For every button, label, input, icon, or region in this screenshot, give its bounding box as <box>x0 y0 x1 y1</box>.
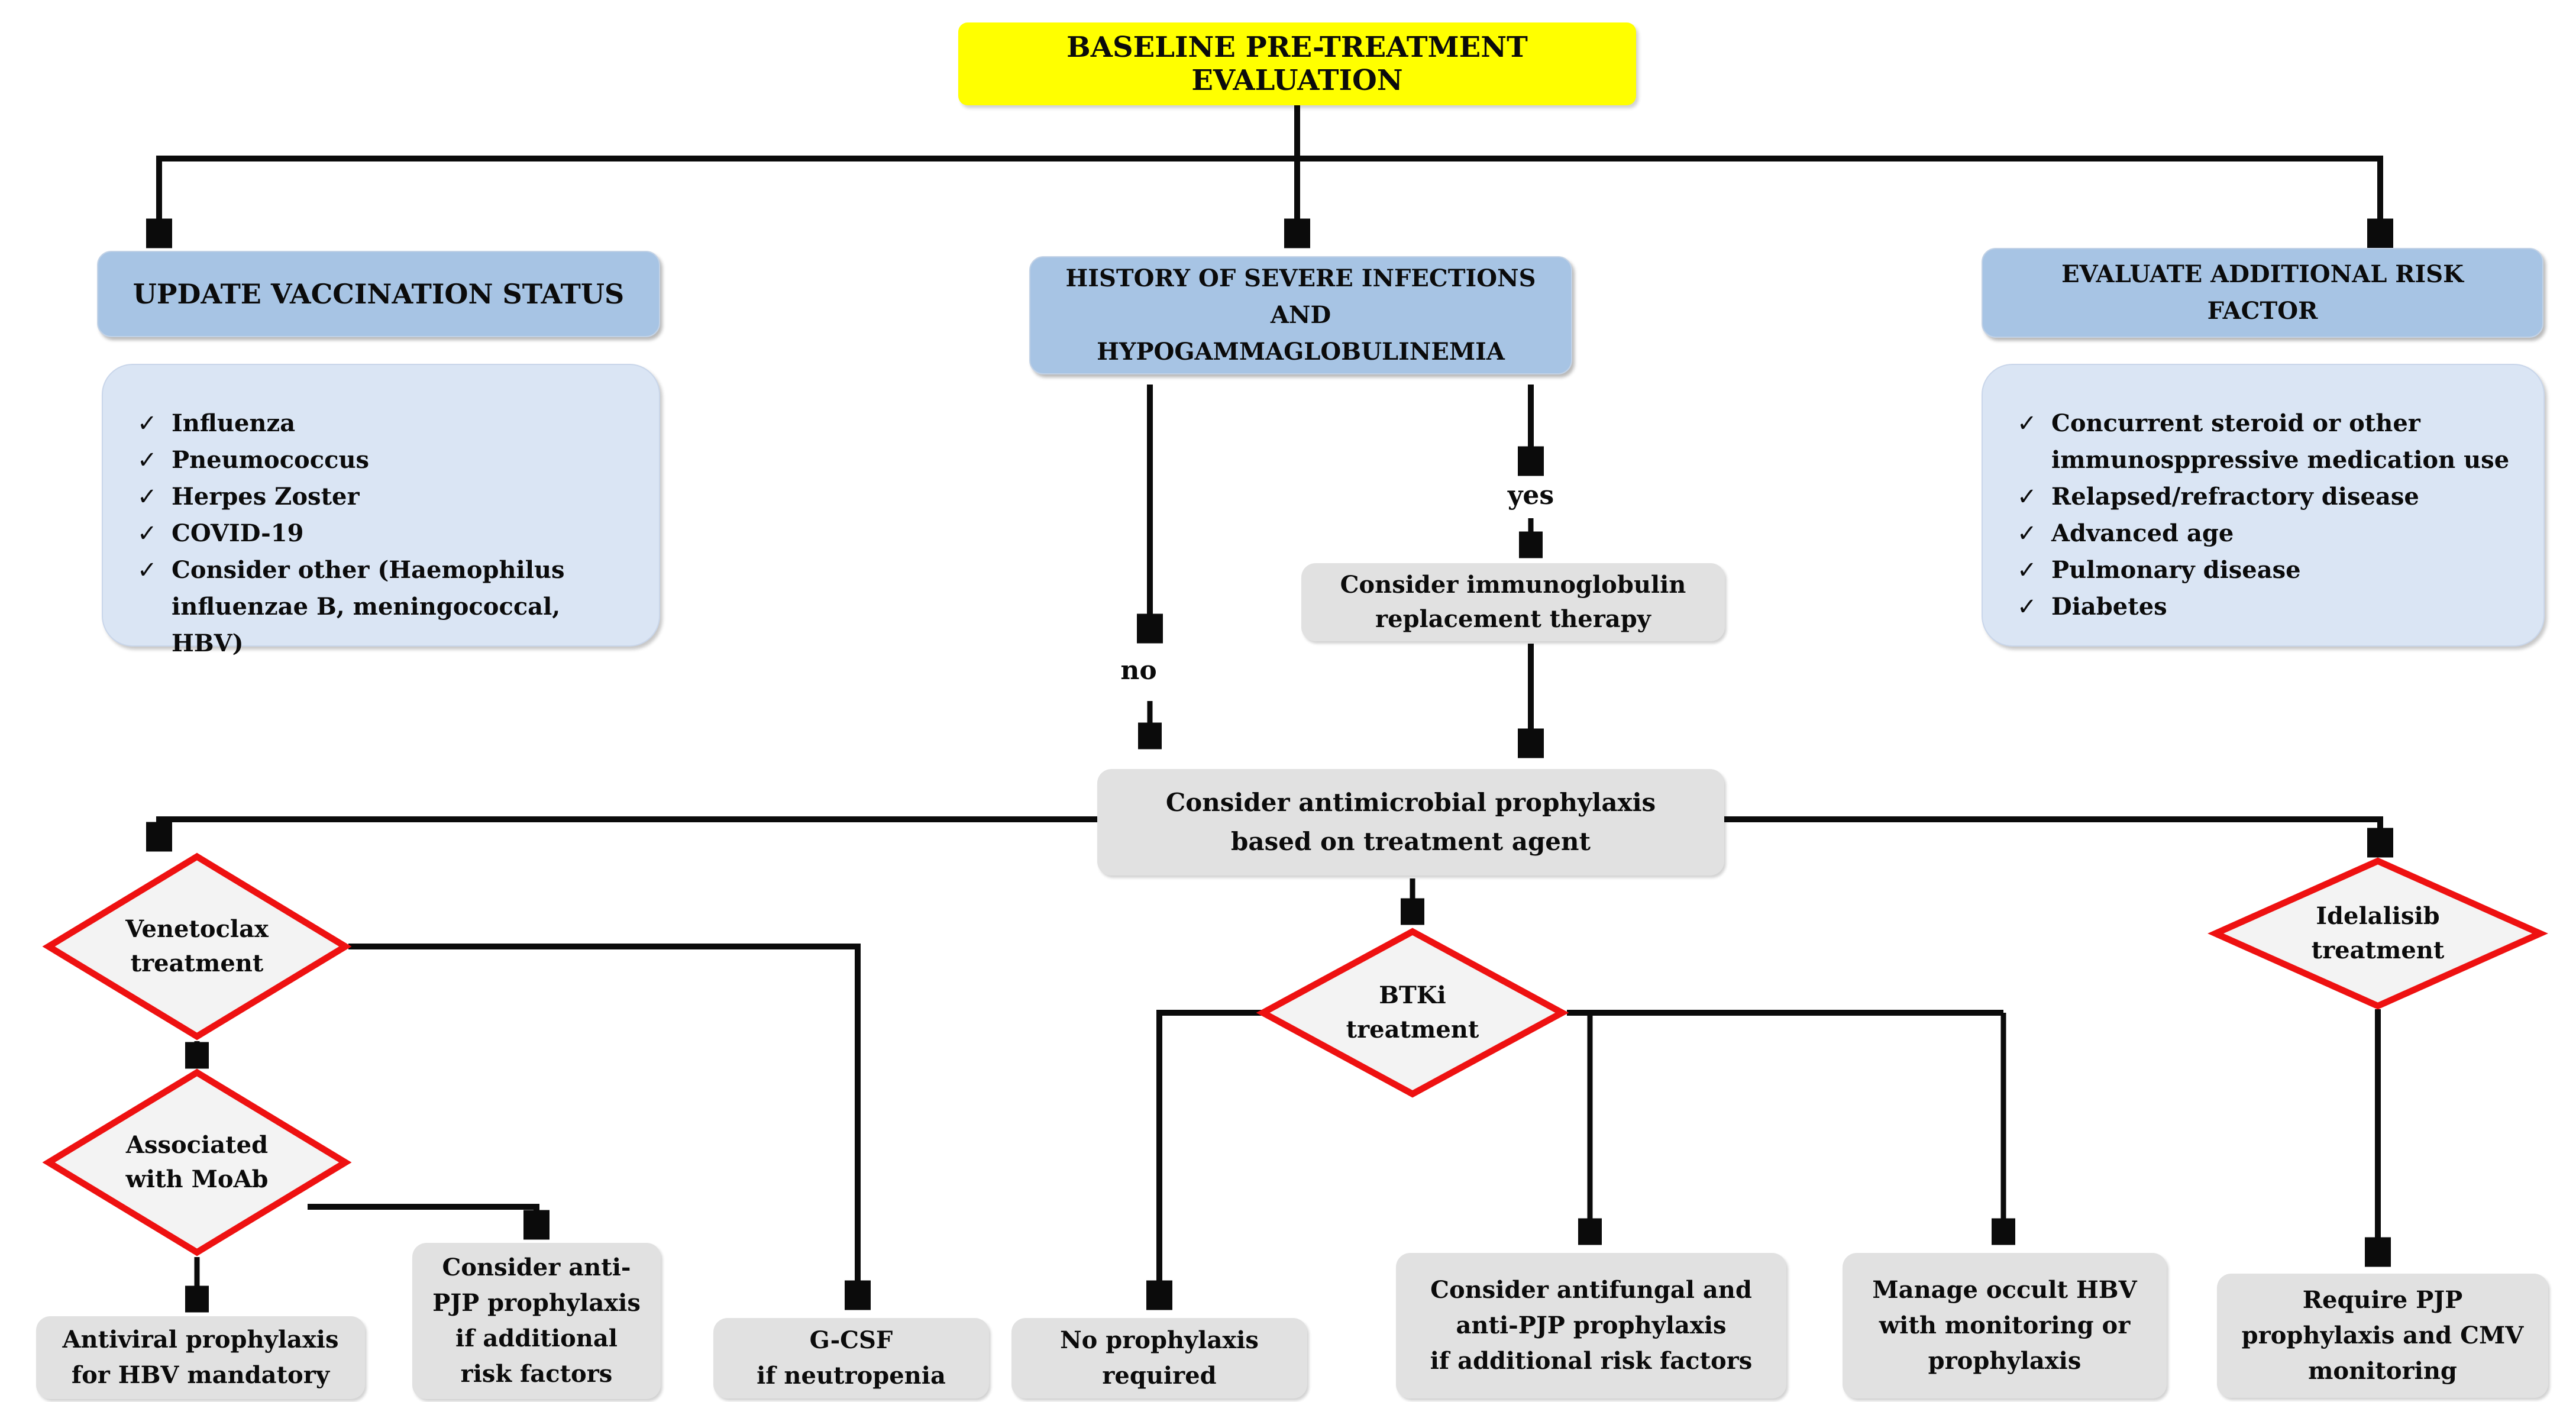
decision-idelalisib-treatment: Idelalisib treatment <box>2212 860 2543 1007</box>
outcome-manage-occult-hbv: Manage occult HBV with monitoring or pro… <box>1843 1253 2167 1398</box>
checklist-additional-risk: ✓ Concurrent steroid or other immunosppr… <box>1982 364 2545 647</box>
decision-label: Idelalisib treatment <box>2311 902 2445 964</box>
outcome-require-pjp-cmv: Require PJP prophylaxis and CMV monitori… <box>2217 1274 2548 1398</box>
list-item: ✓ Pulmonary disease <box>2017 552 2520 589</box>
list-item-label: COVID-19 <box>172 519 304 547</box>
list-item-label: Concurrent steroid or other immunosppres… <box>2051 409 2510 474</box>
list-item: ✓ Influenza <box>137 405 635 442</box>
outcome-antiviral-prophylaxis-hbv: Antiviral prophylaxis for HBV mandatory <box>36 1316 365 1399</box>
diamond-shape <box>2212 860 2543 1007</box>
branch-label-no: no <box>1120 655 1157 686</box>
header-evaluate-additional-risk: EVALUATE ADDITIONAL RISK FACTOR <box>1982 248 2543 338</box>
decision-label: Venetoclax treatment <box>125 915 269 977</box>
title-baseline-evaluation: BASELINE PRE-TREATMENT EVALUATION <box>958 22 1636 105</box>
check-icon: ✓ <box>137 483 157 511</box>
decision-venetoclax-treatment: Venetoclax treatment <box>46 855 348 1038</box>
decision-associated-with-moab: Associated with MoAb <box>46 1071 348 1254</box>
node-antimicrobial-prophylaxis: Consider antimicrobial prophylaxis based… <box>1097 769 1724 876</box>
check-icon: ✓ <box>2017 557 2037 584</box>
diamond-shape <box>46 1071 348 1254</box>
arrow-lines <box>159 159 2380 1307</box>
decision-label: Associated with MoAb <box>125 1131 269 1193</box>
check-icon: ✓ <box>2017 483 2037 511</box>
list-item-label: Pneumococcus <box>172 446 370 474</box>
check-icon: ✓ <box>2017 520 2037 547</box>
list-item-label: Advanced age <box>2051 519 2234 547</box>
outcome-no-prophylaxis-required: No prophylaxis required <box>1011 1318 1307 1398</box>
check-icon: ✓ <box>137 447 157 474</box>
list-item-label: Herpes Zoster <box>172 483 360 511</box>
list-item-label: Pulmonary disease <box>2051 556 2301 584</box>
outcome-anti-pjp-prophylaxis: Consider anti- PJP prophylaxis if additi… <box>412 1243 661 1399</box>
check-icon: ✓ <box>2017 593 2037 621</box>
diamond-shape <box>1260 930 1565 1096</box>
list-item-label: Consider other (Haemophilus influenzae B… <box>172 556 565 657</box>
list-item-label: Diabetes <box>2051 593 2167 621</box>
list-item: ✓ Pneumococcus <box>137 442 635 479</box>
list-item: ✓ Herpes Zoster <box>137 479 635 515</box>
list-item-label: Relapsed/refractory disease <box>2051 483 2419 511</box>
node-immunoglobulin-replacement: Consider immunoglobulin replacement ther… <box>1301 563 1725 641</box>
list-item: ✓ Concurrent steroid or other immunosppr… <box>2017 405 2520 479</box>
checklist-vaccination: ✓ Influenza ✓ Pneumococcus ✓ Herpes Zost… <box>102 364 660 657</box>
check-icon: ✓ <box>137 410 157 437</box>
branch-label-yes: yes <box>1507 480 1554 511</box>
diamond-shape <box>46 855 348 1038</box>
list-item-label: Influenza <box>172 409 296 437</box>
list-item: ✓ Consider other (Haemophilus influenzae… <box>137 552 635 662</box>
header-history-severe-infections: HISTORY OF SEVERE INFECTIONS AND HYPOGAM… <box>1029 256 1572 374</box>
check-icon: ✓ <box>137 520 157 547</box>
header-update-vaccination-status: UPDATE VACCINATION STATUS <box>97 251 660 337</box>
list-item: ✓ Relapsed/refractory disease <box>2017 479 2520 515</box>
check-icon: ✓ <box>137 557 157 584</box>
plain-lines <box>156 105 2383 1016</box>
list-item: ✓ COVID-19 <box>137 515 635 552</box>
outcome-gcsf-if-neutropenia: G-CSF if neutropenia <box>713 1318 989 1398</box>
outcome-antifungal-anti-pjp: Consider antifungal and anti-PJP prophyl… <box>1396 1253 1786 1398</box>
decision-label: BTKi treatment <box>1346 981 1479 1044</box>
check-icon: ✓ <box>2017 410 2037 437</box>
list-item: ✓ Advanced age <box>2017 515 2520 552</box>
decision-btki-treatment: BTKi treatment <box>1260 930 1565 1096</box>
list-item: ✓ Diabetes <box>2017 589 2520 625</box>
